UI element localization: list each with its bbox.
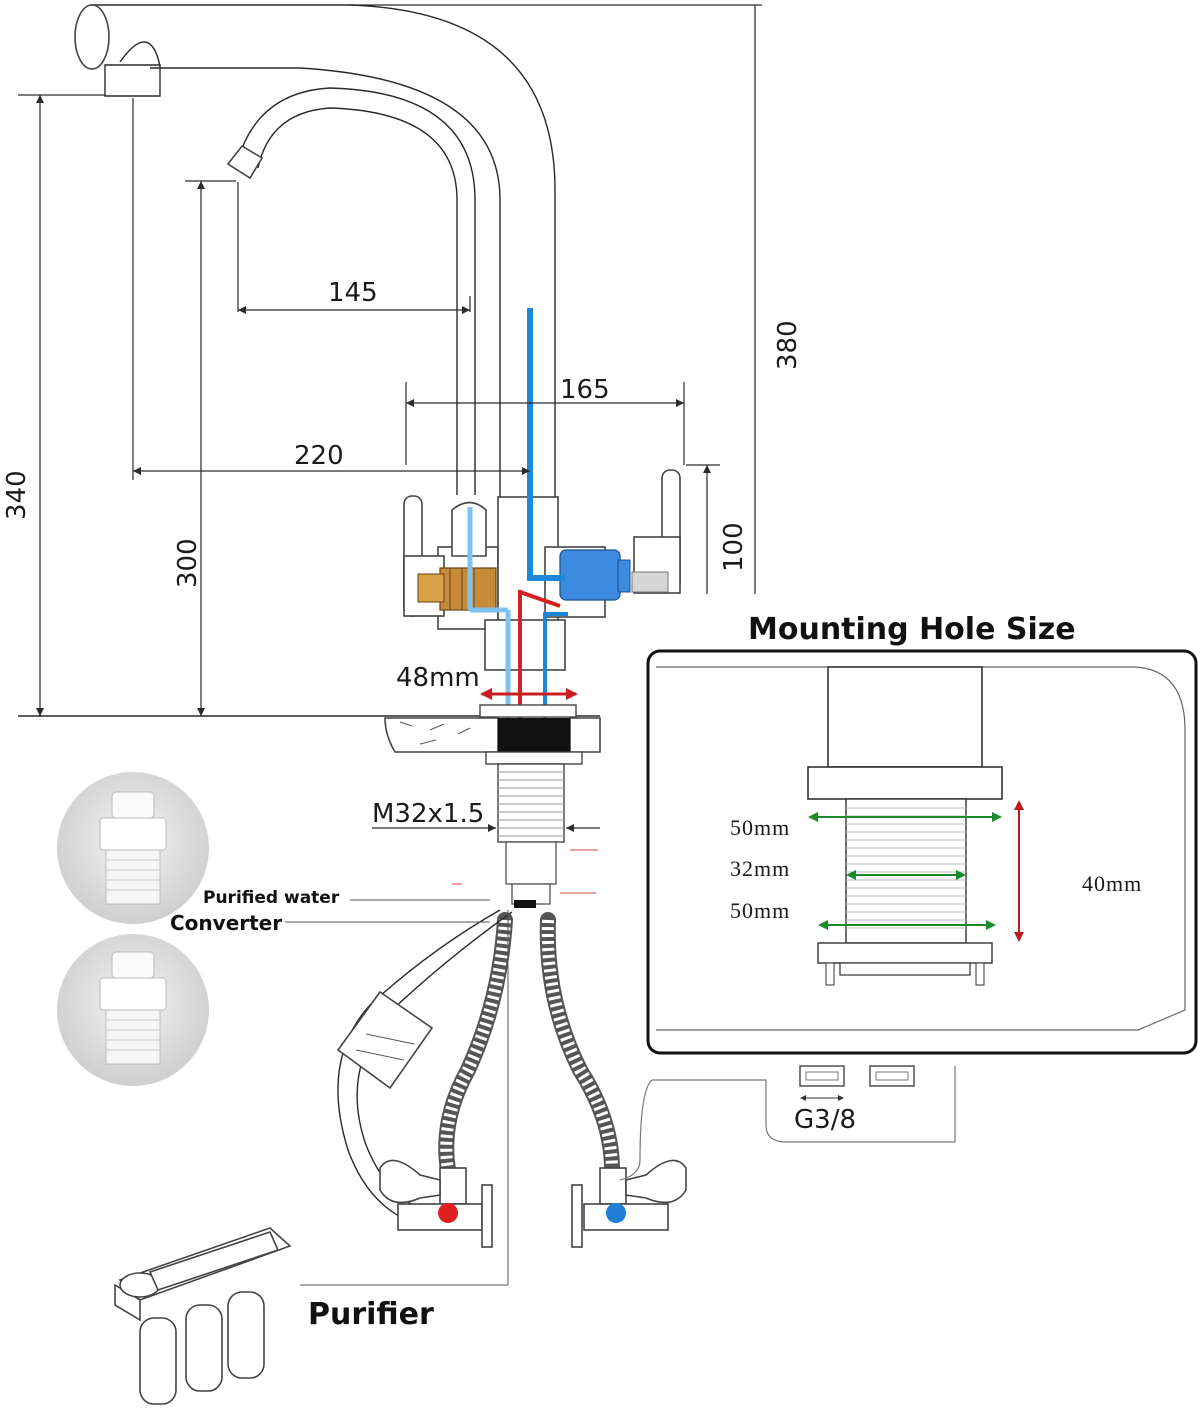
dim-340: 340 [2,470,32,520]
mount-height: 40mm [1082,871,1142,896]
dim-48mm: 48mm [396,663,480,693]
converter-label-line2: Converter [170,911,282,935]
mounting-panel [646,649,1198,1055]
g38-connectors [619,1065,956,1181]
mounting-height-arrow [1014,800,1024,942]
mount-width-top: 50mm [730,815,790,840]
dim-thread: M32x1.5 [372,799,484,829]
mounting-width-arrowheads [808,812,1002,930]
mount-width-bottom: 50mm [730,898,790,923]
mount-width-mid: 32mm [730,856,790,881]
dim-380: 380 [773,320,803,370]
dim-300: 300 [173,538,203,588]
cold-angle-valve [571,1159,687,1248]
mounting-width-arrows [810,816,1000,926]
converter-photo-1 [57,772,209,924]
dimension-arrows [36,95,711,832]
purifier-unit [114,1227,292,1405]
dim-48mm-line [480,688,578,700]
hot-angle-valve [379,1159,493,1248]
converter-photo-2 [57,934,209,1086]
dimension-lines [18,4,762,829]
converter-label-line1: Purified water [203,888,340,908]
dim-100: 100 [719,522,749,572]
dim-165: 165 [560,375,610,405]
dim-145: 145 [328,278,378,308]
countertop [18,704,601,908]
mounting-title: Mounting Hole Size [748,612,1076,647]
dim-220: 220 [294,441,344,471]
purifier-label: Purifier [308,1297,434,1332]
faucet-body [74,4,681,671]
leader-ticks [452,849,598,894]
dim-g38: G3/8 [794,1105,856,1135]
hoses [300,909,620,1286]
